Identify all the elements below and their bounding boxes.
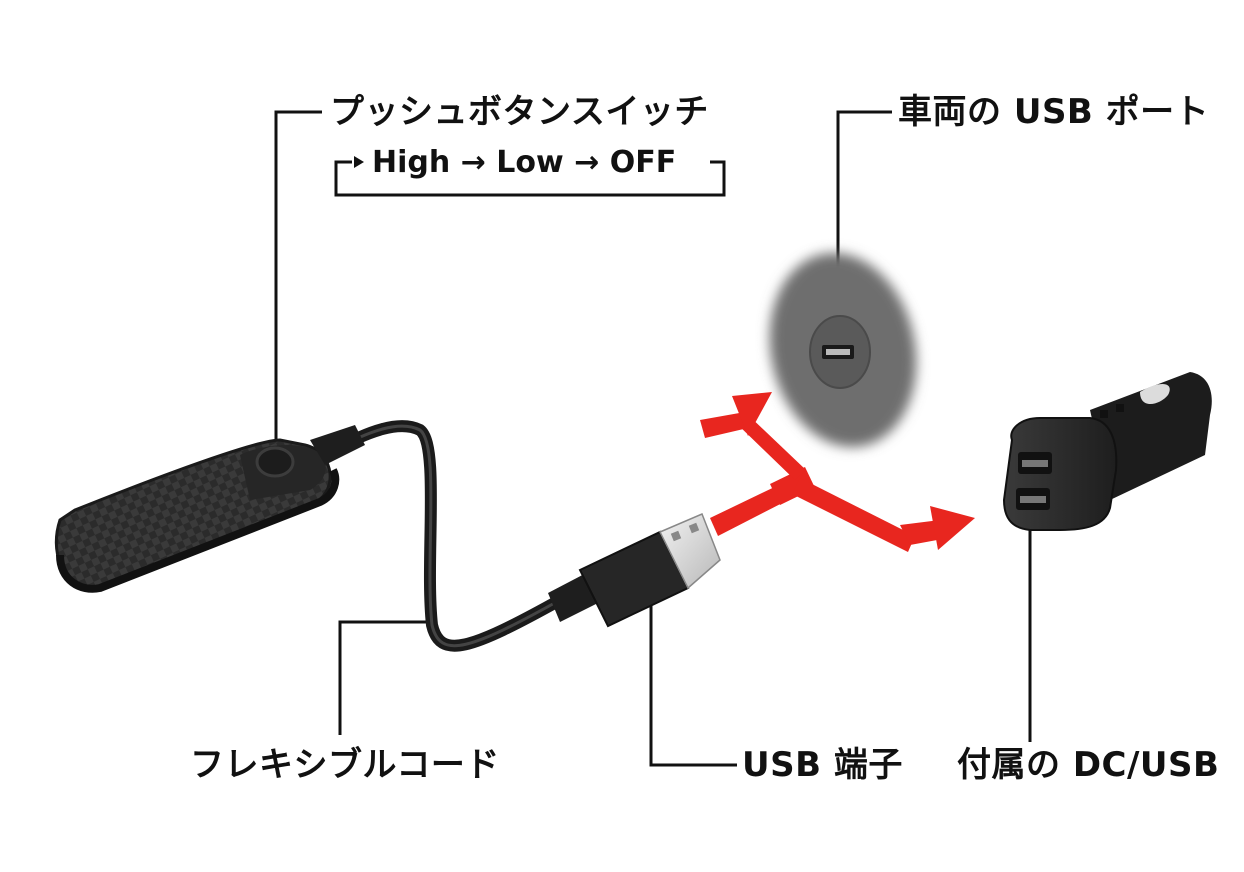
cycle-off-label: OFF [609,145,677,180]
usb-plug-illustration [548,513,721,628]
leader-flexible-cord [338,620,432,735]
cycle-arrow-1: → [460,145,486,180]
leader-push-button [274,110,322,452]
red-direction-arrow [700,392,975,552]
flexible-cord-illustration [324,420,566,652]
cycle-high-label: High [372,145,451,180]
leader-lines [274,110,1032,767]
cycle-start-arrowhead [354,156,364,168]
dc-usb-adapter-illustration [1002,372,1212,531]
push-button-switch-label: プッシュボタンスイッチ [330,92,709,132]
leader-usb-terminal [649,580,737,767]
vehicle-usb-port-illustration [769,252,917,448]
included-dc-usb-label: 付属の DC/USB [957,745,1220,785]
flexible-cord-label: フレキシブルコード [190,745,500,785]
device-illustration [54,425,365,593]
vehicle-usb-port-label: 車両の USB ポート [898,92,1210,132]
cycle-arrow-2: → [574,145,600,180]
leader-cycle-bracket [334,160,726,197]
usb-terminal-label: USB 端子 [742,745,903,785]
power-cycle-sequence: High → Low → OFF [372,148,676,178]
cycle-low-label: Low [496,145,564,180]
